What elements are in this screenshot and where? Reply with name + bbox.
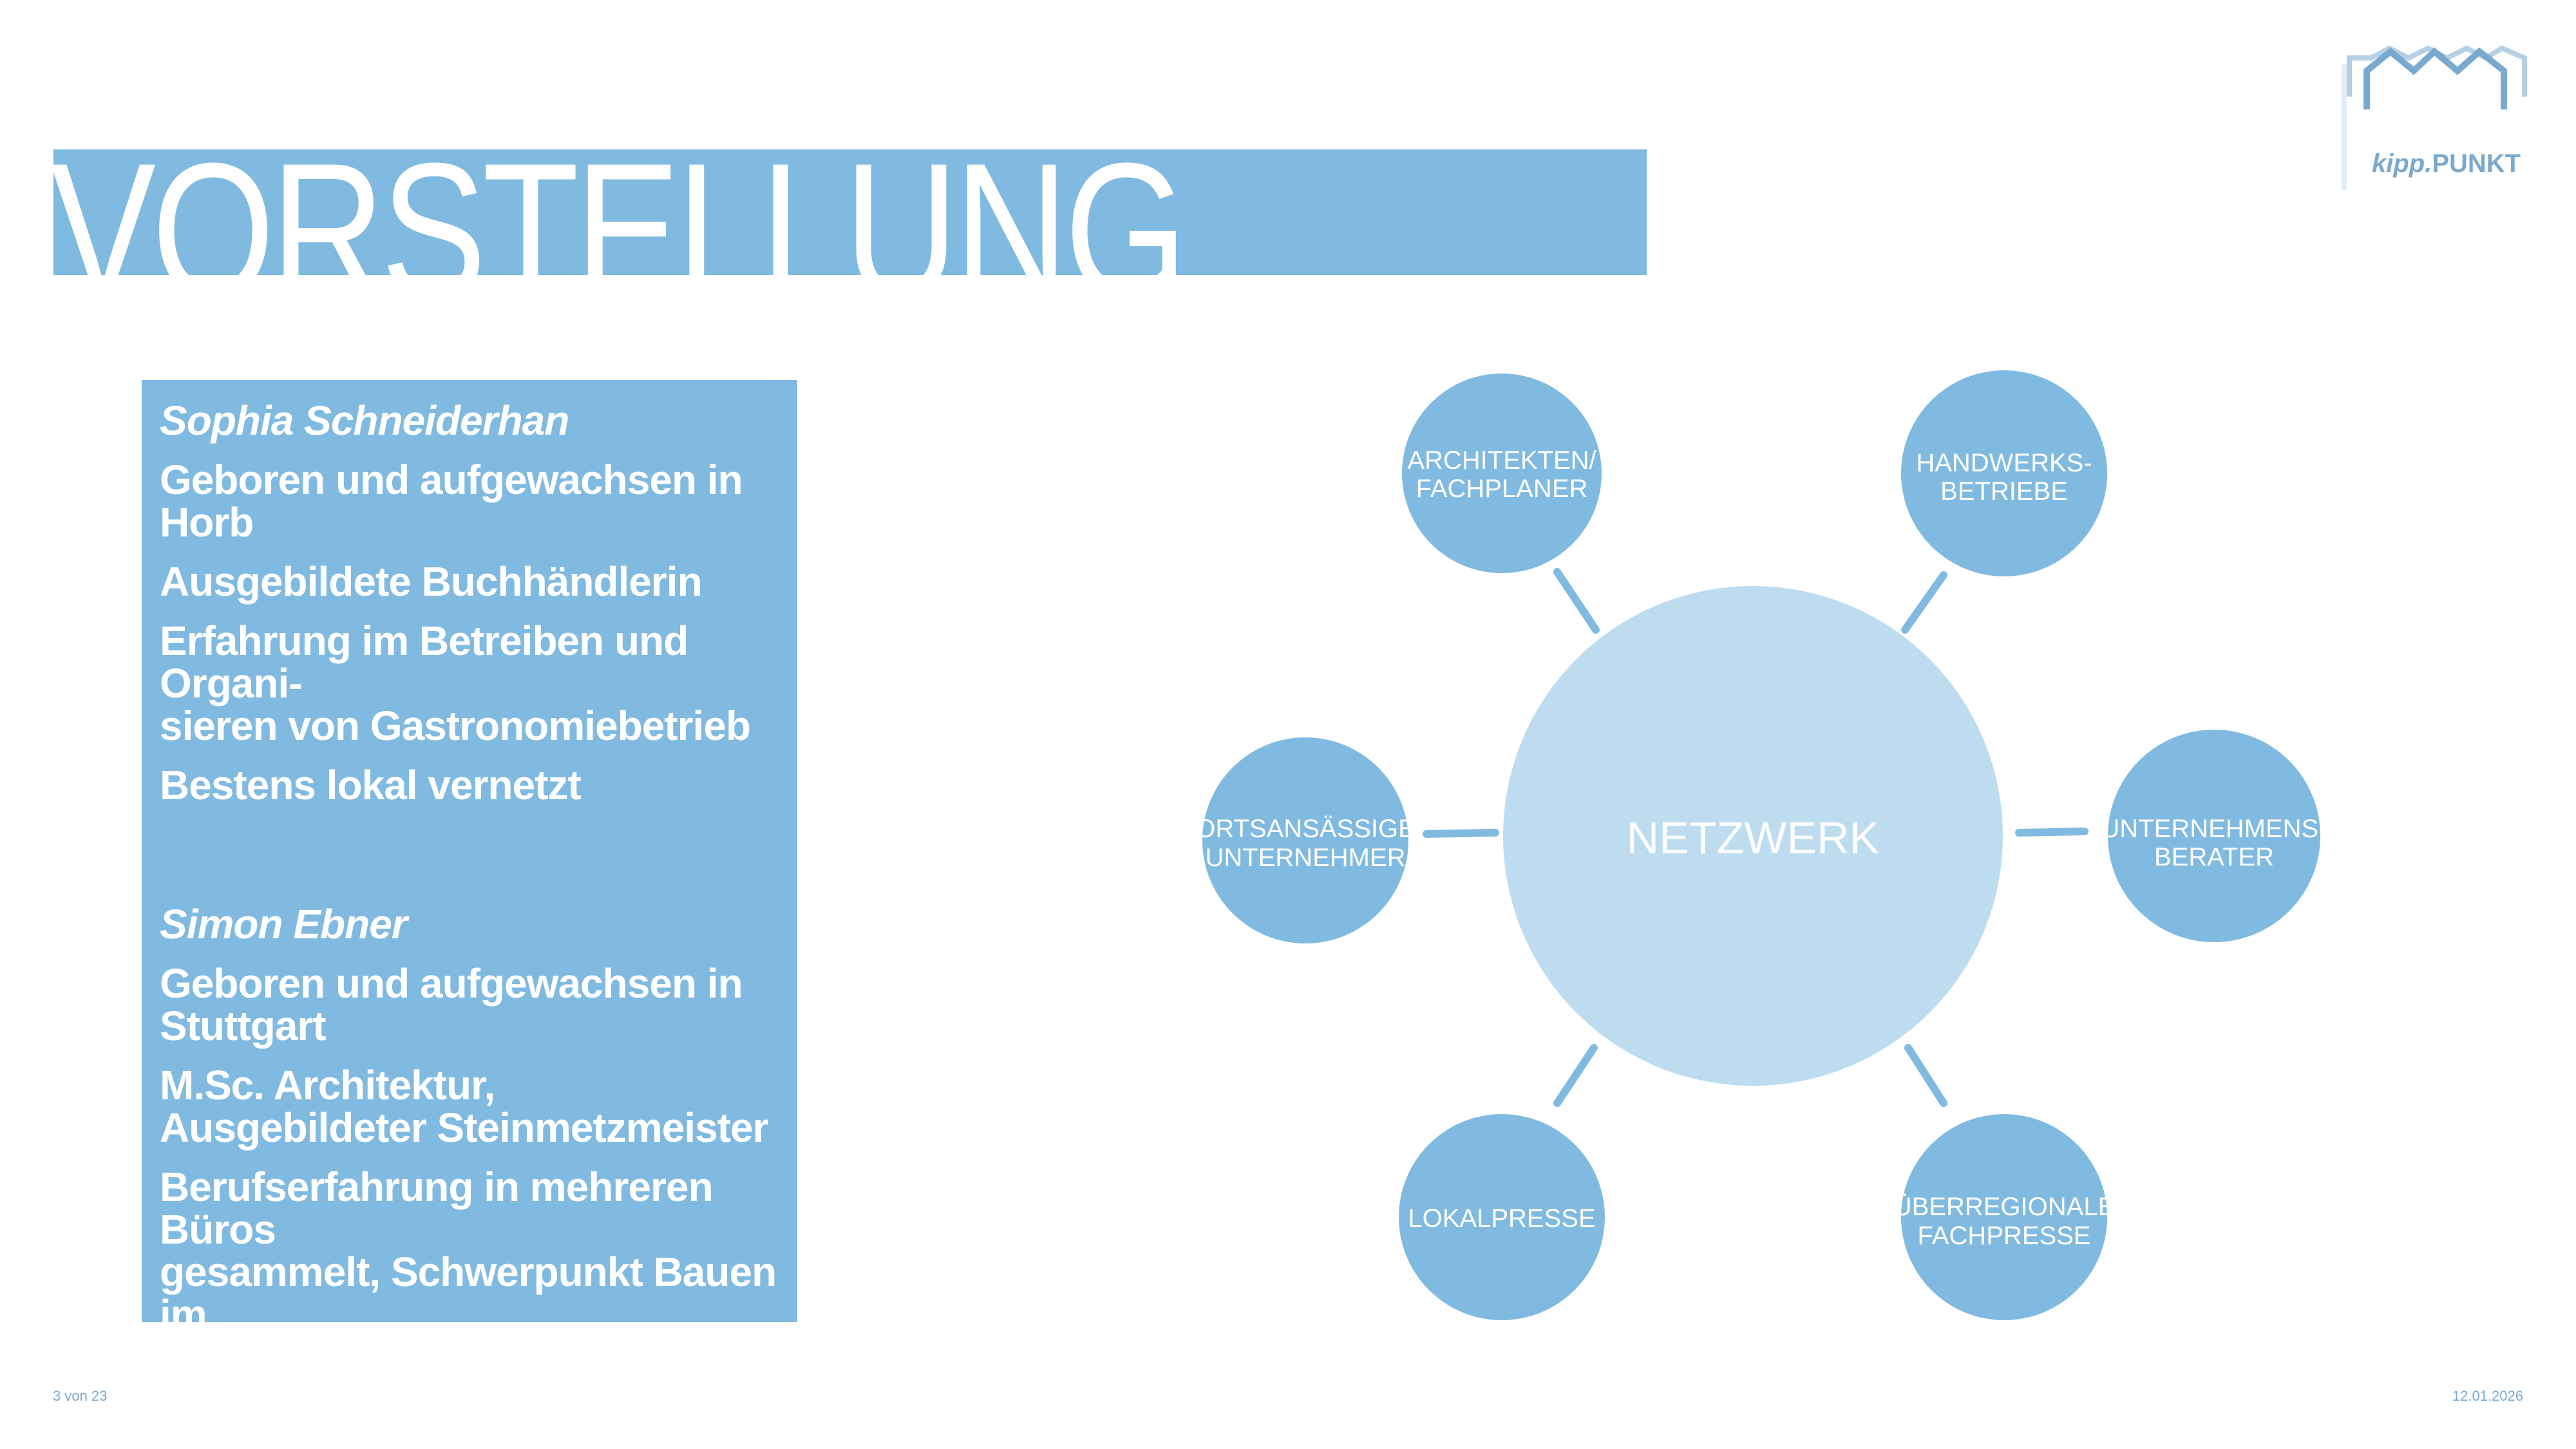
bio-line: Erfahrung im Betreiben und Organi- siere… <box>160 618 751 749</box>
logo-wordmark: kipp.PUNKT <box>2372 149 2521 178</box>
page-title: VORSTELLUNG <box>50 134 1184 289</box>
bio-line: Geboren und aufgewachsen in Stuttgart <box>160 960 743 1049</box>
node-label: ÜBERREGIONALE <box>1893 1193 2116 1221</box>
logo-house-icon <box>2363 47 2507 109</box>
node-label: FACHPRESSE <box>1918 1222 2091 1250</box>
bio-name: Sophia Schneiderhan <box>160 397 569 444</box>
connector-berater <box>2015 828 2088 837</box>
node-fachpresse: ÜBERREGIONALE FACHPRESSE <box>1893 1114 2116 1320</box>
slide-date: 12.01.2026 <box>2452 1388 2523 1404</box>
node-label: FACHPLANER <box>1416 475 1588 503</box>
network-center-label: NETZWERK <box>1627 813 1880 863</box>
bio-simon: Simon Ebner Geboren und aufgewachsen in … <box>160 903 797 1395</box>
node-label: ORTSANSÄSSIGE <box>1195 815 1416 843</box>
bio-line: Bestens lokal vernetzt <box>160 762 582 808</box>
connector-architekten <box>1553 568 1600 634</box>
bio-name: Simon Ebner <box>160 901 408 947</box>
node-label: LOKALPRESSE <box>1408 1204 1595 1233</box>
bio-sophia: Sophia Schneiderhan Geboren und aufgewac… <box>160 399 797 823</box>
node-label: UNTERNEHMER <box>1205 844 1405 872</box>
page-indicator: 3 von 23 <box>53 1388 108 1404</box>
title-band <box>53 149 1647 275</box>
network-center-circle <box>1503 586 2003 1086</box>
bio-line: Geboren und aufgewachsen in Horb <box>160 457 743 545</box>
node-label: BETRIEBE <box>1940 477 2068 506</box>
node-handwerk: HANDWERKS- BETRIEBE <box>1901 370 2107 576</box>
logo-wordmark-punkt: PUNKT <box>2432 149 2521 178</box>
node-lokalpresse: LOKALPRESSE <box>1399 1114 1605 1320</box>
node-architekten: ARCHITEKTEN/ FACHPLANER <box>1402 374 1602 573</box>
node-label: ARCHITEKTEN/ <box>1407 446 1596 475</box>
logo-wordmark-kipp: kipp. <box>2372 149 2432 178</box>
connector-ortsansaessige <box>1423 829 1499 838</box>
node-ortsansaessige: ORTSANSÄSSIGE UNTERNEHMER <box>1195 737 1416 943</box>
node-label: HANDWERKS- <box>1916 449 2092 477</box>
connector-fachpresse <box>1904 1044 1947 1107</box>
bio-line: M.Sc. Architektur, Ausgebildeter Steinme… <box>160 1062 769 1151</box>
bio-panel: Sophia Schneiderhan Geboren und aufgewac… <box>142 380 797 1378</box>
connector-handwerk <box>1901 571 1947 634</box>
node-label: BERATER <box>2154 843 2274 871</box>
connector-lokalpresse <box>1553 1044 1598 1107</box>
node-berater: UNTERNEHMENS- BERATER <box>2101 730 2327 942</box>
kipp-punkt-logo <box>2342 45 2527 190</box>
bio-line: Berufserfahrung in mehreren Büros gesamm… <box>160 1164 777 1380</box>
bio-line: Ausgebildete Buchhändlerin <box>160 558 703 605</box>
node-label: UNTERNEHMENS- <box>2101 815 2327 843</box>
